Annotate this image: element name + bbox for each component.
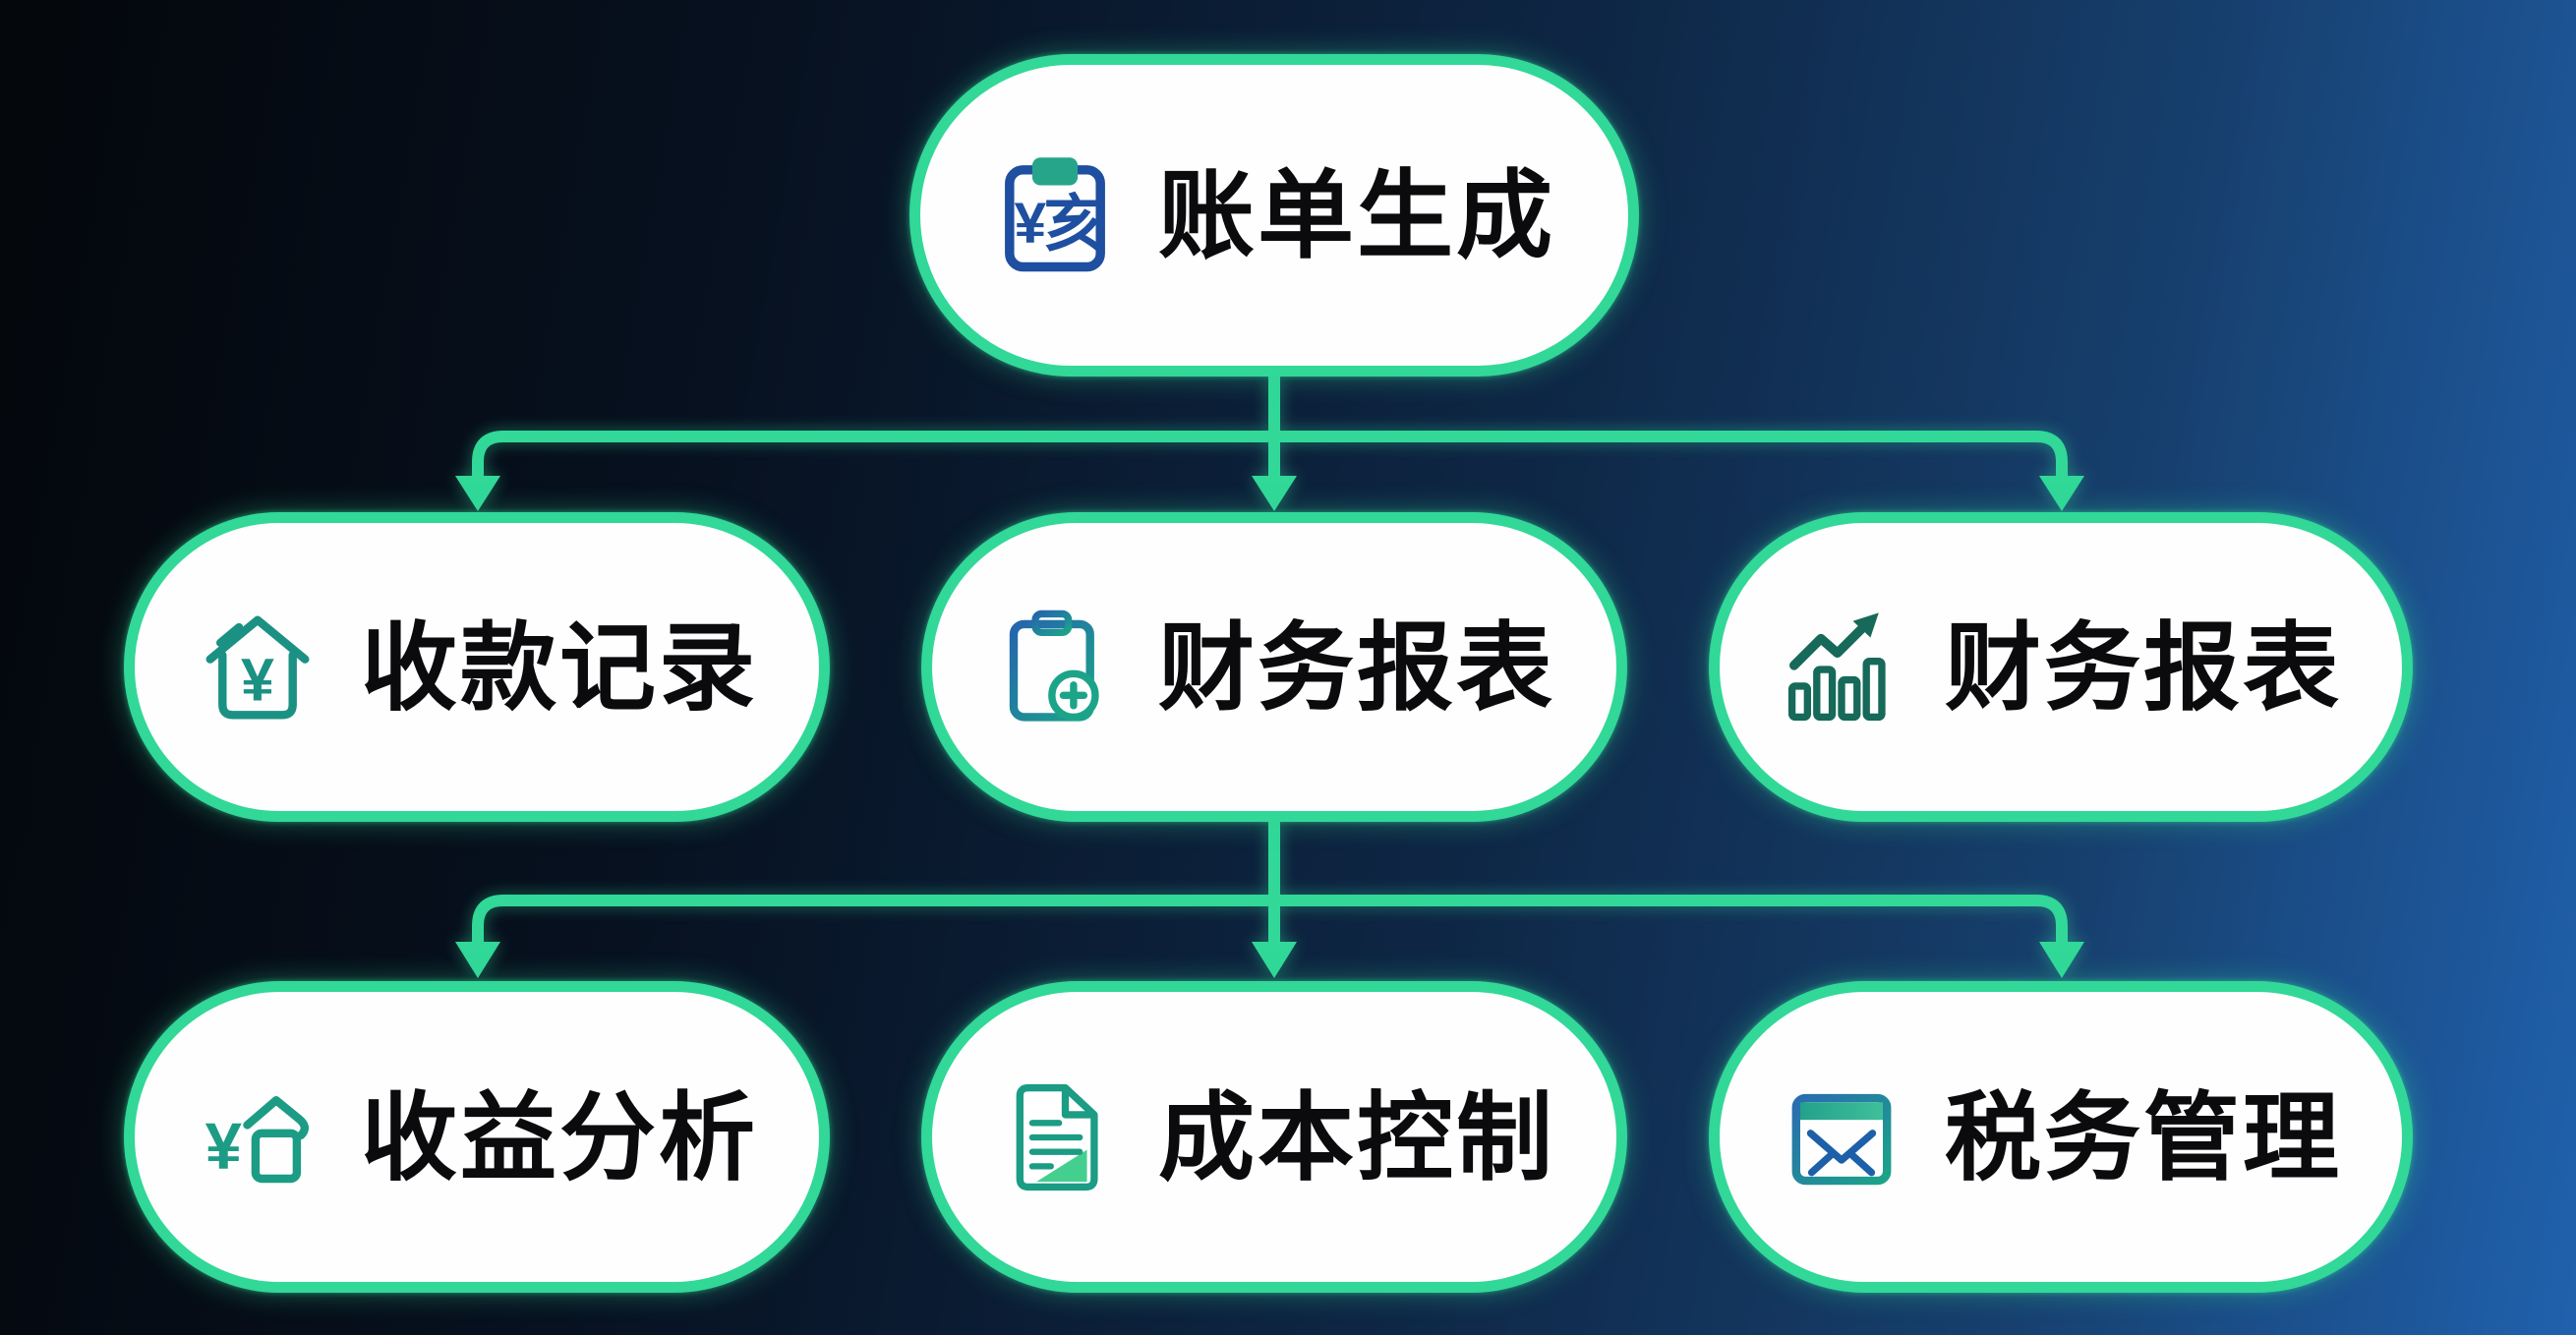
node-label: 财务报表 xyxy=(1157,612,1555,722)
connector-lines-level1 xyxy=(472,377,2068,479)
report-plus-icon xyxy=(1009,609,1099,722)
node-label: 成本控制 xyxy=(1157,1082,1555,1191)
node-label: 账单生成 xyxy=(1157,161,1555,269)
connector-arrowheads xyxy=(455,476,2084,978)
document-lines-icon xyxy=(1016,1083,1098,1190)
node-revenue-analysis: ¥ 收益分析 xyxy=(124,981,830,1293)
icon-yuan-glyph: ¥ xyxy=(241,646,274,713)
node-tax-management: 税务管理 xyxy=(1709,981,2413,1293)
bill-audit-icon: ¥ 亥 xyxy=(1005,157,1105,272)
node-label: 收款记录 xyxy=(360,612,758,722)
node-payment-records: ¥ 收款记录 xyxy=(124,512,830,822)
node-financial-report-chart: 财务报表 xyxy=(1709,512,2413,822)
arrowhead-icon xyxy=(455,476,500,511)
house-yuan-icon: ¥ xyxy=(205,615,310,719)
icon-yuan-glyph: ¥ xyxy=(1014,191,1046,255)
connector-lines-level2 xyxy=(472,822,2068,944)
arrowhead-icon xyxy=(1252,942,1297,978)
arrowhead-icon xyxy=(2039,476,2084,511)
trend-chart-icon xyxy=(1787,611,1886,721)
node-cost-control: 成本控制 xyxy=(921,981,1627,1293)
connector-level2-rail xyxy=(472,895,2068,944)
node-financial-report: 财务报表 xyxy=(921,512,1627,822)
node-label: 税务管理 xyxy=(1944,1082,2342,1191)
node-label: 财务报表 xyxy=(1944,612,2342,722)
connector-level1-rail xyxy=(472,431,2068,479)
mail-window-icon xyxy=(1791,1093,1892,1185)
node-bill-generation: ¥ 亥 账单生成 xyxy=(909,54,1639,377)
icon-yuan-glyph: ¥ xyxy=(205,1109,243,1183)
yuan-analysis-icon: ¥ xyxy=(205,1095,309,1183)
node-label: 收益分析 xyxy=(360,1082,758,1191)
arrowhead-icon xyxy=(455,942,500,978)
arrowhead-icon xyxy=(2039,942,2084,978)
icon-audit-glyph: 亥 xyxy=(1043,190,1105,259)
arrowhead-icon xyxy=(1252,476,1297,511)
